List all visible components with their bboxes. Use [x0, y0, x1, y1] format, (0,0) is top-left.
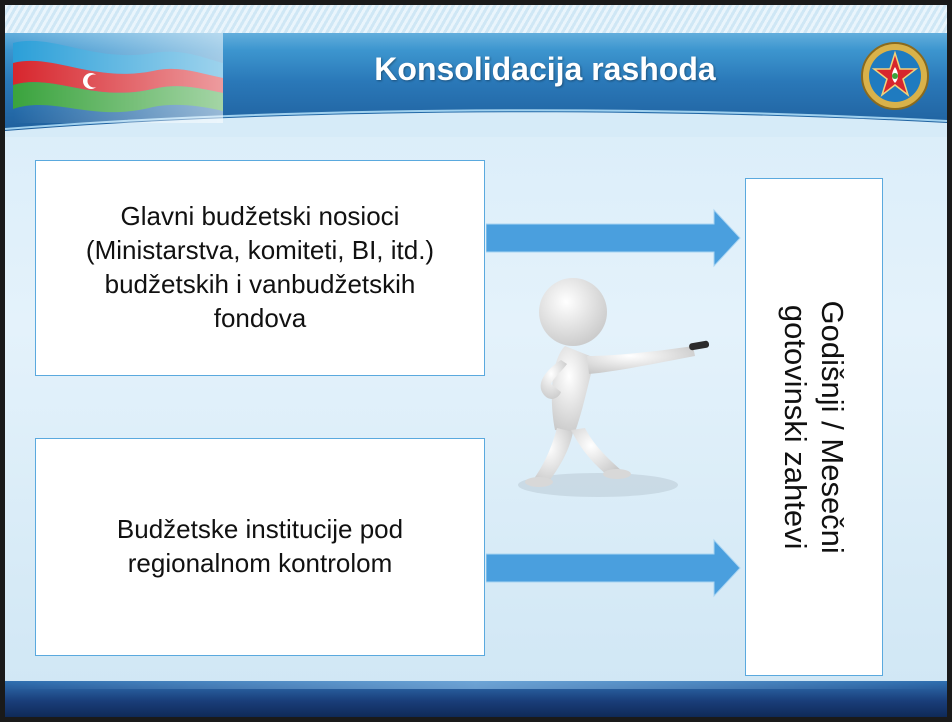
state-emblem-icon: [861, 42, 929, 110]
azerbaijan-flag-icon: [13, 33, 223, 123]
footer-highlight: [5, 681, 947, 689]
main-budget-holders-text: Glavni budžetski nosioci (Ministarstva, …: [85, 201, 435, 333]
arrow-top: [486, 208, 741, 268]
arrow-bottom: [486, 538, 741, 598]
regional-institutions-text: Budžetske institucije pod regionalnom ko…: [116, 514, 404, 578]
header-stripe: [5, 5, 947, 33]
cash-requests-line-2: gotovinski zahtevi: [778, 304, 813, 550]
regional-institutions-box: Budžetske institucije pod regionalnom ko…: [35, 438, 485, 656]
header-bar: Konsolidacija rashoda: [5, 5, 947, 137]
cash-requests-text: Godišnji / Mesečni gotovinski zahtevi: [777, 300, 851, 553]
main-budget-holders-box: Glavni budžetski nosioci (Ministarstva, …: [35, 160, 485, 376]
slide: Konsolidacija rashoda Glavni budžetski n…: [5, 5, 947, 717]
pointing-figure-icon: [518, 278, 710, 497]
cash-requests-line-1: Godišnji / Mesečni: [815, 300, 851, 554]
cash-requests-box: Godišnji / Mesečni gotovinski zahtevi: [745, 178, 883, 676]
page-title: Konsolidacija rashoda: [374, 51, 716, 87]
